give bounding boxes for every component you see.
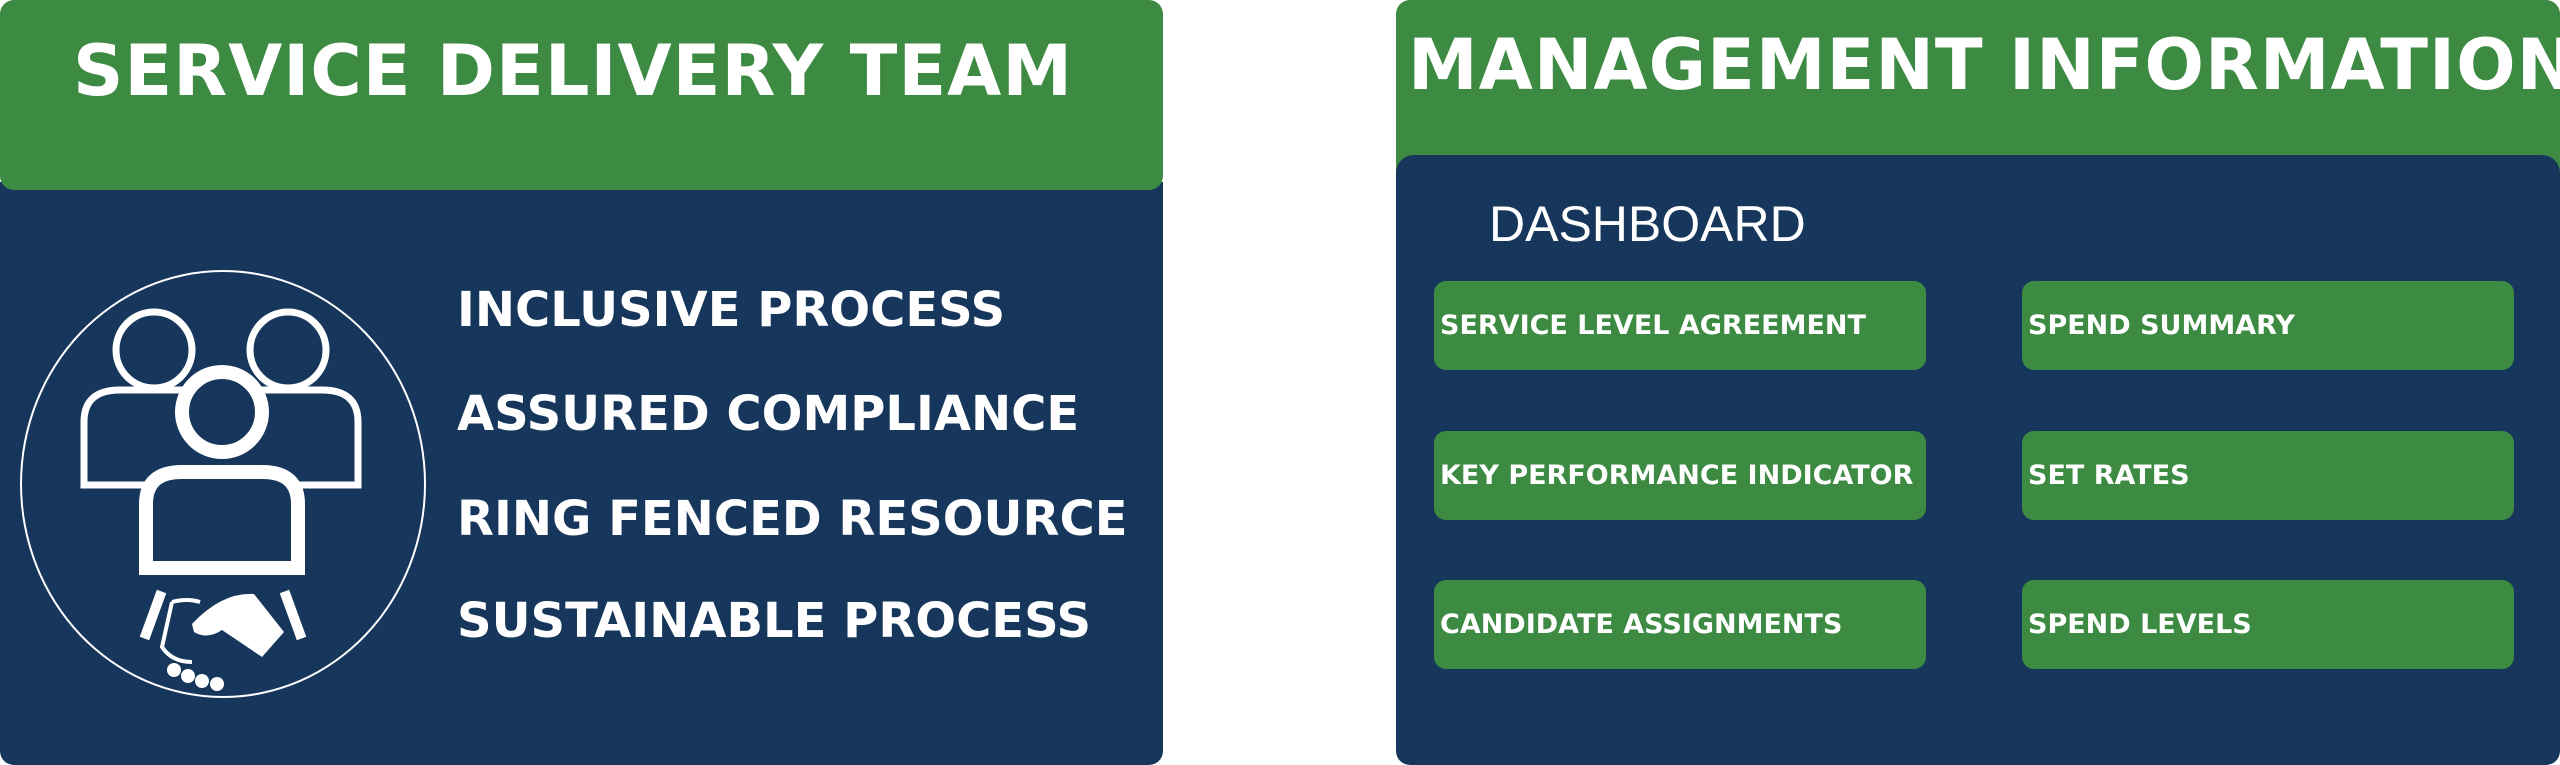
service-delivery-panel: SERVICE DELIVERY TEAM INCLUSIVE PROCESS … [0, 0, 1163, 765]
dashboard-label: DASHBOARD [1489, 196, 1806, 252]
set-rates-button[interactable]: SET RATES [2022, 431, 2514, 520]
service-level-agreement-button[interactable]: SERVICE LEVEL AGREEMENT [1434, 281, 1926, 370]
spend-summary-button[interactable]: SPEND SUMMARY [2022, 281, 2514, 370]
spend-levels-button[interactable]: SPEND LEVELS [2022, 580, 2514, 669]
management-header: MANAGEMENT INFORMATION [1396, 0, 2560, 175]
feature-assured-compliance: ASSURED COMPLIANCE [457, 386, 1080, 442]
feature-inclusive-process: INCLUSIVE PROCESS [457, 282, 1006, 338]
service-delivery-body: INCLUSIVE PROCESS ASSURED COMPLIANCE RIN… [0, 182, 1163, 765]
management-title: MANAGEMENT INFORMATION [1408, 24, 2560, 106]
management-information-panel: MANAGEMENT INFORMATION DASHBOARD SERVICE… [1396, 0, 2560, 765]
management-body: DASHBOARD SERVICE LEVEL AGREEMENT SPEND … [1396, 155, 2560, 765]
candidate-assignments-button[interactable]: CANDIDATE ASSIGNMENTS [1434, 580, 1926, 669]
feature-ring-fenced-resource: RING FENCED RESOURCE [457, 491, 1128, 547]
team-handshake-icon [20, 270, 426, 698]
key-performance-indicator-button[interactable]: KEY PERFORMANCE INDICATOR [1434, 431, 1926, 520]
service-delivery-title: SERVICE DELIVERY TEAM [73, 30, 1074, 112]
feature-sustainable-process: SUSTAINABLE PROCESS [457, 593, 1092, 649]
service-delivery-header: SERVICE DELIVERY TEAM [0, 0, 1163, 190]
